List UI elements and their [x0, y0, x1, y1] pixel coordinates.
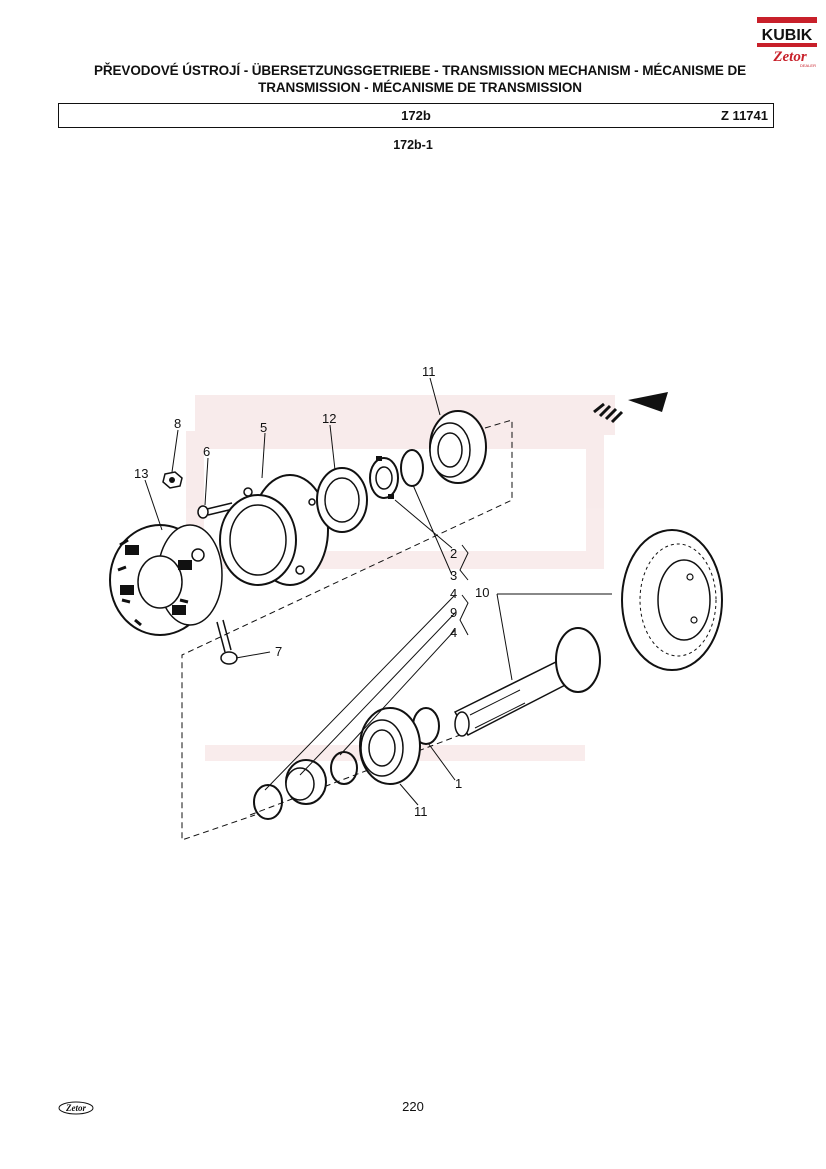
- page-title: PŘEVODOVÉ ÚSTROJÍ - ÜBERSETZUNGSGETRIEBE…: [93, 63, 747, 95]
- svg-text:KUBIK: KUBIK: [762, 27, 813, 44]
- part-7-bolt: [216, 619, 238, 665]
- callout-4-second: 4: [450, 625, 457, 640]
- part-2-snap-ring: [400, 449, 424, 487]
- callout-5: 5: [260, 420, 267, 435]
- part-9-spacer: [285, 759, 327, 805]
- part-12-ring: [316, 467, 368, 533]
- svg-text:Zetor: Zetor: [65, 1103, 86, 1113]
- callout-11-top: 11: [422, 364, 436, 379]
- reference-number: Z 11741: [721, 108, 768, 123]
- leader-lines: [144, 377, 612, 806]
- callout-6: 6: [203, 444, 210, 459]
- svg-text:Zetor: Zetor: [772, 49, 806, 65]
- part-8-nut: [162, 471, 183, 489]
- figure-id: 172b-1: [393, 138, 433, 152]
- callout-2: 2: [450, 546, 457, 561]
- callout-11-bottom: 11: [414, 804, 428, 819]
- part-11-bearing-bottom: [359, 707, 421, 785]
- callout-13: 13: [134, 466, 148, 481]
- page-number: 220: [402, 1099, 424, 1114]
- kubik-zetor-logo: KUBIK Zetor DEALER: [757, 17, 817, 68]
- svg-text:DEALER: DEALER: [800, 63, 816, 68]
- section-header-box: 172b Z 11741: [58, 103, 774, 128]
- callout-9: 9: [450, 605, 457, 620]
- callout-12: 12: [322, 411, 336, 426]
- exploded-parts-diagram: 11 12 5 8 6 13 2 3 4 10 9 4 7 1 11: [109, 364, 723, 841]
- part-4-shim: [330, 751, 358, 785]
- part-5-bearing-housing: [219, 474, 329, 586]
- part-10-crown-wheel: [621, 529, 723, 671]
- part-6-bolt: [197, 502, 234, 519]
- callout-10: 10: [475, 585, 489, 600]
- callout-8: 8: [174, 416, 181, 431]
- part-3-slotted-nut: [369, 456, 399, 499]
- part-11-bearing-top: [429, 410, 487, 484]
- callout-4: 4: [450, 586, 457, 601]
- footer-zetor-logo: Zetor: [58, 1101, 94, 1115]
- callout-3: 3: [450, 568, 457, 583]
- part-10-pinion-shaft: [453, 627, 601, 737]
- part-4-shim-lower: [253, 784, 283, 820]
- part-13-flange-housing: [109, 524, 223, 636]
- section-code: 172b: [401, 108, 431, 123]
- direction-arrow-icon: [593, 392, 668, 424]
- callout-7: 7: [275, 644, 282, 659]
- callout-1: 1: [455, 776, 462, 791]
